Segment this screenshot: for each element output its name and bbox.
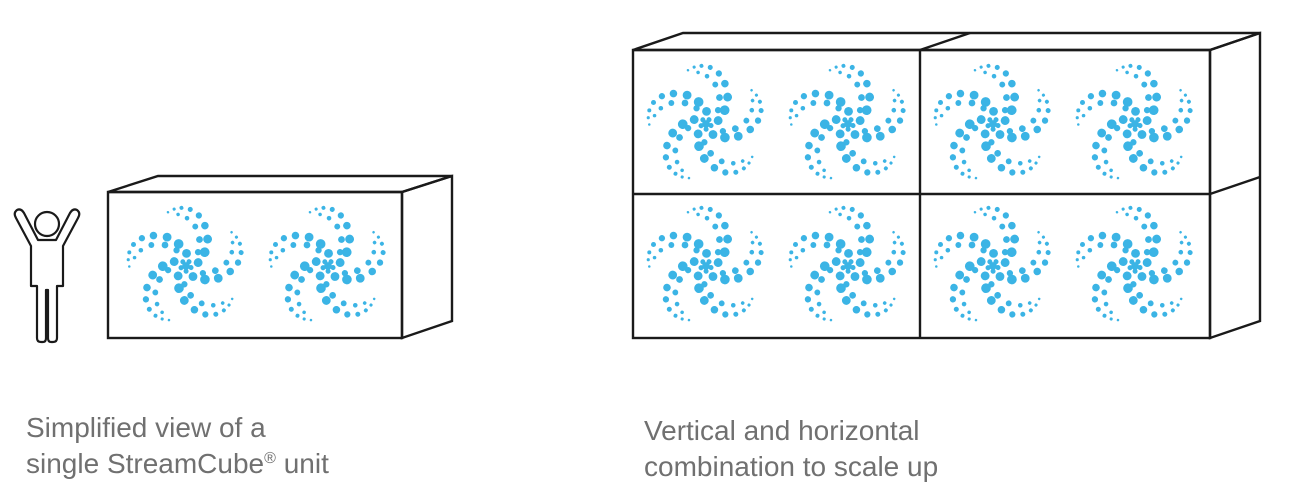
single-unit-fan-left [127, 199, 254, 329]
scaled-array-caption-line1: Vertical and horizontal [644, 415, 920, 446]
scaled-array-caption-line2: combination to scale up [644, 451, 939, 482]
array-unit-top-left [647, 57, 916, 187]
scaled-array-caption: Vertical and horizontal combination to s… [644, 413, 938, 485]
single-unit-fan-right [269, 199, 396, 329]
single-streamcube-unit [106, 174, 454, 340]
registered-mark: ® [264, 450, 276, 467]
scaled-streamcube-array [631, 31, 1262, 340]
person-arms-raised-icon [13, 208, 81, 344]
array-unit-bottom-right [934, 199, 1203, 329]
single-unit-caption-line1: Simplified view of a [26, 412, 266, 443]
diagram-canvas [13, 31, 1262, 344]
single-unit-caption-line2: single StreamCube® unit [26, 448, 329, 479]
array-unit-top-right [934, 57, 1203, 187]
single-unit-caption: Simplified view of a single StreamCube® … [26, 410, 329, 482]
array-unit-bottom-left [647, 199, 916, 329]
